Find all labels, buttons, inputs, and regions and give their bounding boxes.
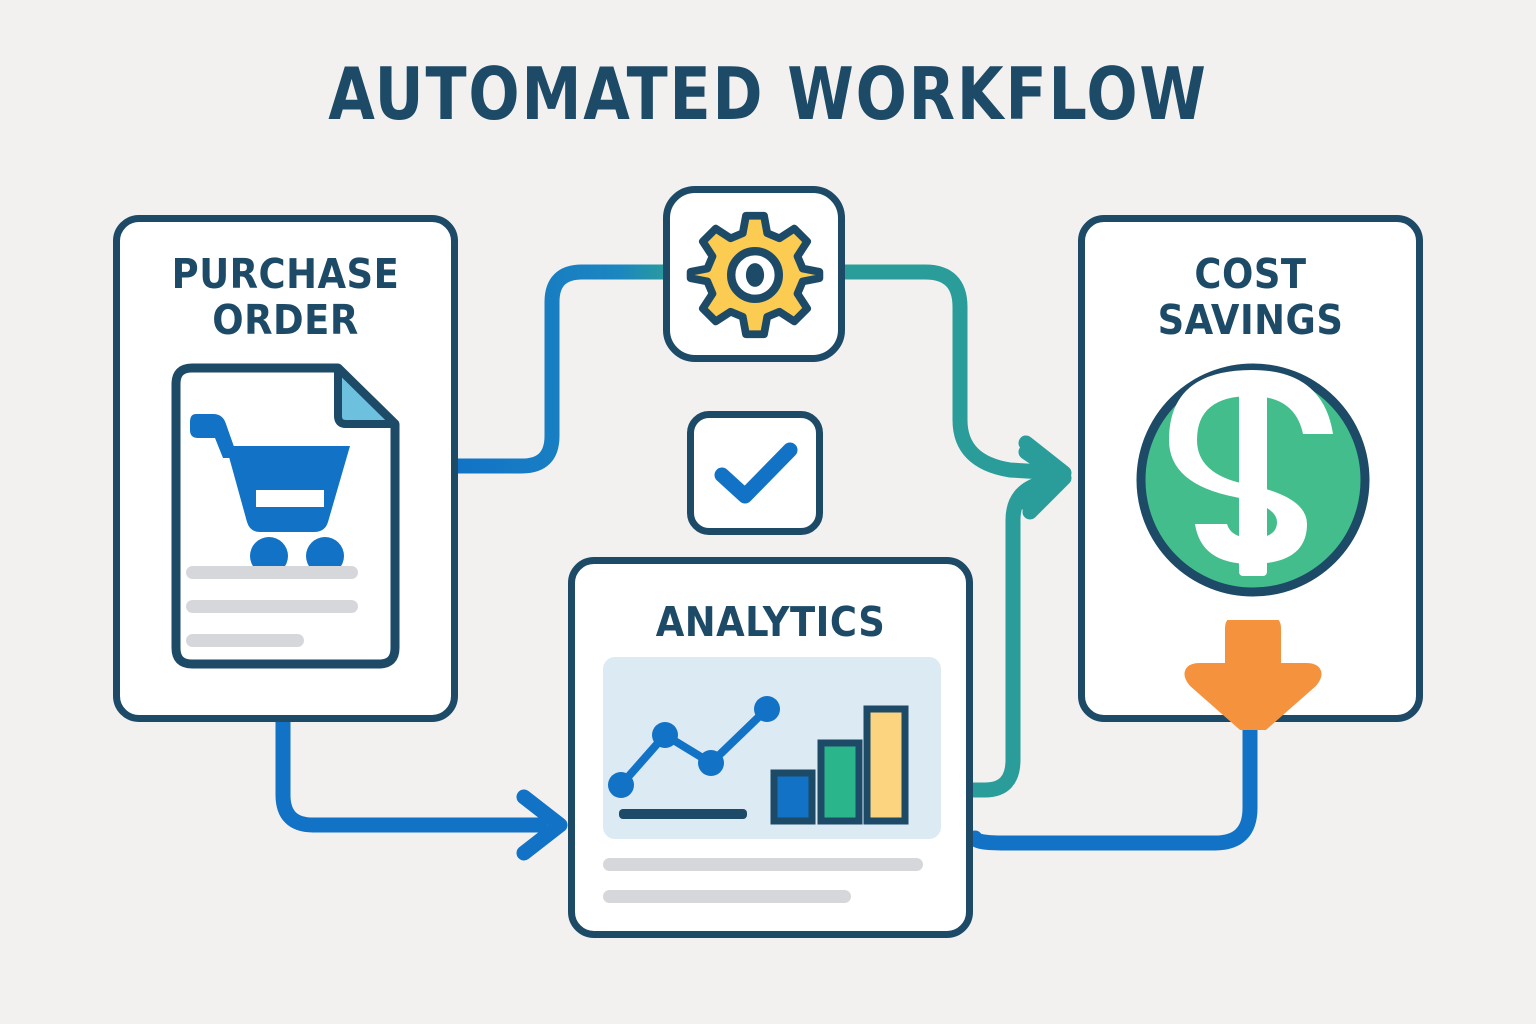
check-icon (714, 442, 798, 504)
node-gear[interactable] (663, 186, 845, 362)
connector-gear-to-cost-savings (837, 264, 1068, 481)
placeholder-lines-purchase-order (186, 566, 358, 647)
document-cart-icon (171, 363, 400, 669)
gear-icon (686, 211, 824, 339)
card-cost-savings[interactable]: COST SAVINGS (1078, 215, 1423, 730)
cart-icon (190, 414, 350, 575)
chart-panel-icon (603, 657, 941, 839)
card-analytics-title: ANALYTICS (655, 598, 886, 646)
page-title: AUTOMATED WORKFLOW (328, 52, 1208, 136)
line-series (608, 696, 780, 798)
connector-cost-savings-to-analytics (967, 714, 1258, 851)
dollar-sign (1169, 370, 1333, 576)
connector-analytics-to-cost-savings (965, 470, 1068, 798)
connector-purchase-order-to-analytics (275, 714, 548, 833)
card-analytics[interactable]: ANALYTICS (568, 557, 973, 938)
card-cost-savings-title: COST SAVINGS (1157, 250, 1344, 344)
arrowhead-analytics-to-cost-savings (1018, 444, 1072, 520)
down-arrow-icon (1184, 620, 1322, 730)
card-purchase-order[interactable]: PURCHASE ORDER (113, 215, 458, 722)
dollar-coin-icon (1136, 363, 1370, 597)
card-purchase-order-title: PURCHASE ORDER (171, 250, 400, 344)
node-check[interactable] (687, 411, 823, 535)
bar-series (770, 705, 909, 825)
placeholder-lines-analytics (603, 858, 923, 903)
connector-purchase-order-to-gear (450, 264, 680, 474)
arrowhead-purchase-order-to-analytics (516, 789, 568, 861)
